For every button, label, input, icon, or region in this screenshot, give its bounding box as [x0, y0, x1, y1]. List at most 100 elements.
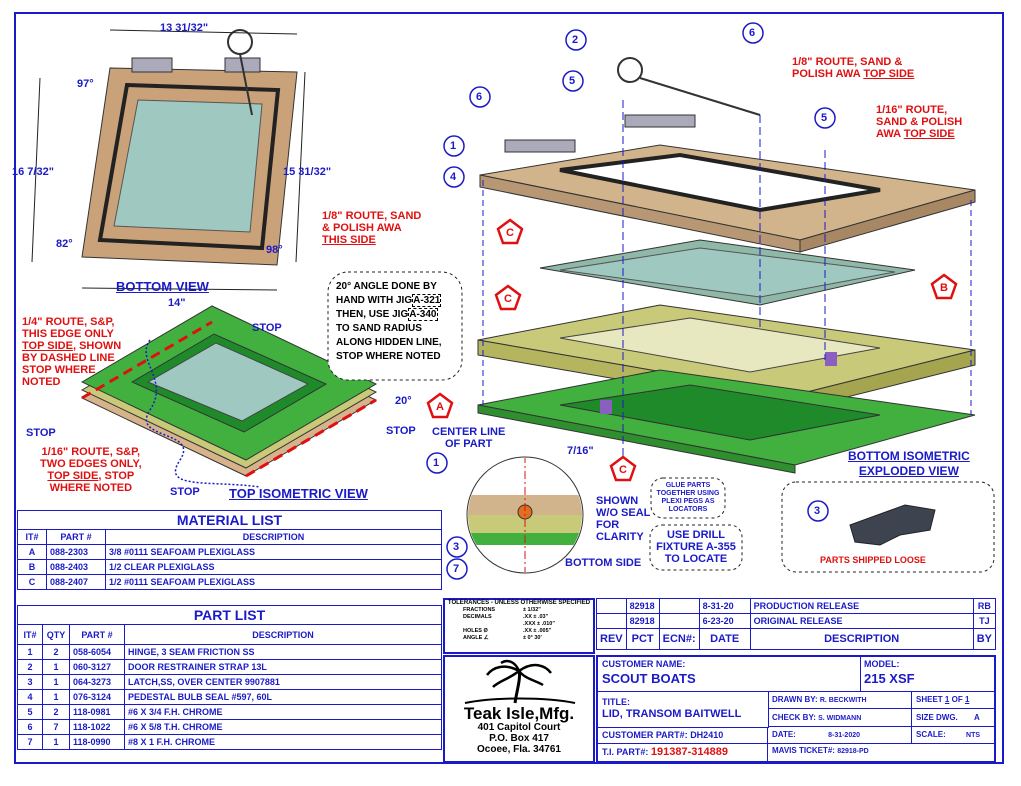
balloon-1 — [443, 135, 465, 157]
latch-drawing — [781, 481, 995, 573]
stop-label: STOP — [252, 322, 282, 334]
ti-part: T.I. PART#: 191387-314889 — [598, 744, 768, 761]
mavis-ticket: MAVIS TICKET#: 82918-PD — [772, 746, 869, 755]
customer-part: CUSTOMER PART#: DH2410 — [598, 727, 768, 744]
drill-bubble-outline — [649, 524, 743, 571]
note-exploded-18: 1/8" ROUTE, SAND & POLISH AWA TOP SIDE — [792, 56, 915, 80]
center-line-label: CENTER LINE OF PART — [432, 426, 506, 450]
note-route-18: 1/8" ROUTE, SAND & POLISH AWA THIS SIDE — [322, 210, 422, 246]
title-block: CUSTOMER NAME: SCOUT BOATS MODEL: 215 XS… — [596, 655, 996, 763]
balloon-3 — [807, 500, 829, 522]
note-route-116: 1/16" ROUTE, S&P, TWO EDGES ONLY, TOP SI… — [40, 446, 142, 494]
shipped-loose: PARTS SHIPPED LOOSE — [820, 555, 926, 565]
balloon-3-label: 3 — [814, 505, 821, 517]
dim-left: 16 7/32" — [12, 166, 54, 178]
drawing-sheet — [14, 12, 1004, 764]
angle-bl: 82° — [56, 238, 73, 250]
exploded-title: BOTTOM ISOMETRIC EXPLODED VIEW — [848, 449, 970, 478]
title-label: TITLE: — [602, 697, 630, 707]
glue-bubble-outline — [650, 477, 726, 519]
drawn-by: DRAWN BY: R. BECKWITH — [768, 691, 912, 709]
angle-tl: 97° — [77, 78, 94, 90]
tag-b — [930, 273, 958, 300]
tag-c-label: C — [504, 293, 512, 305]
balloon-6 — [742, 22, 764, 44]
balloon-3 — [446, 536, 468, 558]
balloon-3-label: 3 — [453, 541, 460, 553]
balloon-1 — [426, 452, 448, 474]
company-name: Teak Isle,Mfg. — [463, 704, 575, 723]
balloon-6-label: 6 — [749, 27, 756, 39]
note-exploded-116: 1/16" ROUTE, SAND & POLISH AWA TOP SIDE — [876, 104, 963, 140]
palm-tree-logo — [464, 659, 576, 704]
balloon-5 — [562, 70, 584, 92]
tag-c-label: C — [619, 464, 627, 476]
revision-row: 82918 6-23-20 ORIGINAL RELEASE TJ — [596, 613, 997, 629]
balloon-5-label: 5 — [821, 112, 828, 124]
tolerances-box: TOLERANCES - UNLESS OTHERWISE SPECIFIED … — [443, 598, 595, 654]
shown-without-seal: SHOWN W/O SEAL FOR CLARITY — [596, 495, 651, 543]
exploded-drawing — [477, 57, 976, 474]
section-detail — [466, 456, 584, 574]
company-address-2: P.O. Box 417 — [489, 733, 549, 744]
glue-note: GLUE PARTS TOGETHER USING PLEXI PEGS AS … — [656, 482, 720, 513]
part-list-title: PART LIST — [17, 605, 442, 625]
angle-20: 20° — [395, 395, 412, 407]
drill-note: USE DRILL FIXTURE A-355 TO LOCATE — [656, 529, 736, 565]
balloon-1-label: 1 — [433, 457, 440, 469]
drawing-date: DATE: 8-31-2020 — [768, 727, 912, 744]
balloon-6 — [469, 86, 491, 108]
size-dwg: SIZE DWG. A — [912, 709, 994, 727]
company-address-3: Ocoee, Fla. 34761 — [477, 744, 561, 755]
revision-table: 82918 8-31-20 PRODUCTION RELEASE RB 8291… — [596, 598, 997, 650]
balloon-2-label: 2 — [572, 34, 579, 46]
top-iso-title: TOP ISOMETRIC VIEW — [229, 486, 368, 501]
jig-bubble: 20° ANGLE DONE BY HAND WITH JIGA-321 THE… — [336, 281, 442, 362]
bubble-outline — [327, 271, 463, 381]
balloon-2 — [565, 29, 587, 51]
top-isometric-drawing — [80, 305, 378, 488]
model-value: 215 XSF — [864, 671, 915, 686]
balloon-4-label: 4 — [450, 171, 457, 183]
balloon-1-label: 1 — [450, 140, 457, 152]
company-box: Teak Isle,Mfg. 401 Capitol Court P.O. Bo… — [443, 655, 595, 763]
balloon-7-label: 7 — [453, 563, 460, 575]
balloon-5-label: 5 — [569, 75, 576, 87]
stop-label: STOP — [386, 425, 416, 437]
revision-row: 82918 8-31-20 PRODUCTION RELEASE RB — [596, 598, 997, 614]
scale: SCALE: NTS — [912, 727, 994, 744]
model-label: MODEL: — [864, 659, 900, 669]
bottom-side-label: BOTTOM SIDE — [565, 557, 642, 569]
material-list-title: MATERIAL LIST — [17, 510, 442, 530]
dim-right: 15 31/32" — [283, 166, 332, 178]
part-title: LID, TRANSOM BAITWELL — [602, 708, 742, 720]
detail-dim: 7/16" — [567, 445, 594, 457]
company-address-1: 401 Capitol Court — [477, 722, 561, 733]
sheet-info: SHEET 1 OF 1 — [912, 691, 994, 709]
note-route-14: 1/4" ROUTE, S&P, THIS EDGE ONLY TOP SIDE… — [22, 316, 122, 388]
dim-bottom: 14" — [168, 297, 186, 309]
check-by: CHECK BY: S. WIDMANN — [768, 709, 912, 727]
dim-top: 13 31/32" — [160, 22, 209, 34]
bottom-view-drawing — [31, 29, 306, 291]
tag-c-1 — [496, 218, 524, 245]
balloon-6-label: 6 — [476, 91, 483, 103]
tag-a-label: A — [436, 401, 444, 413]
tag-a — [426, 392, 454, 419]
customer-name-label: CUSTOMER NAME: — [602, 659, 686, 669]
tag-c-label: C — [506, 227, 514, 239]
stop-label: STOP — [170, 486, 200, 498]
